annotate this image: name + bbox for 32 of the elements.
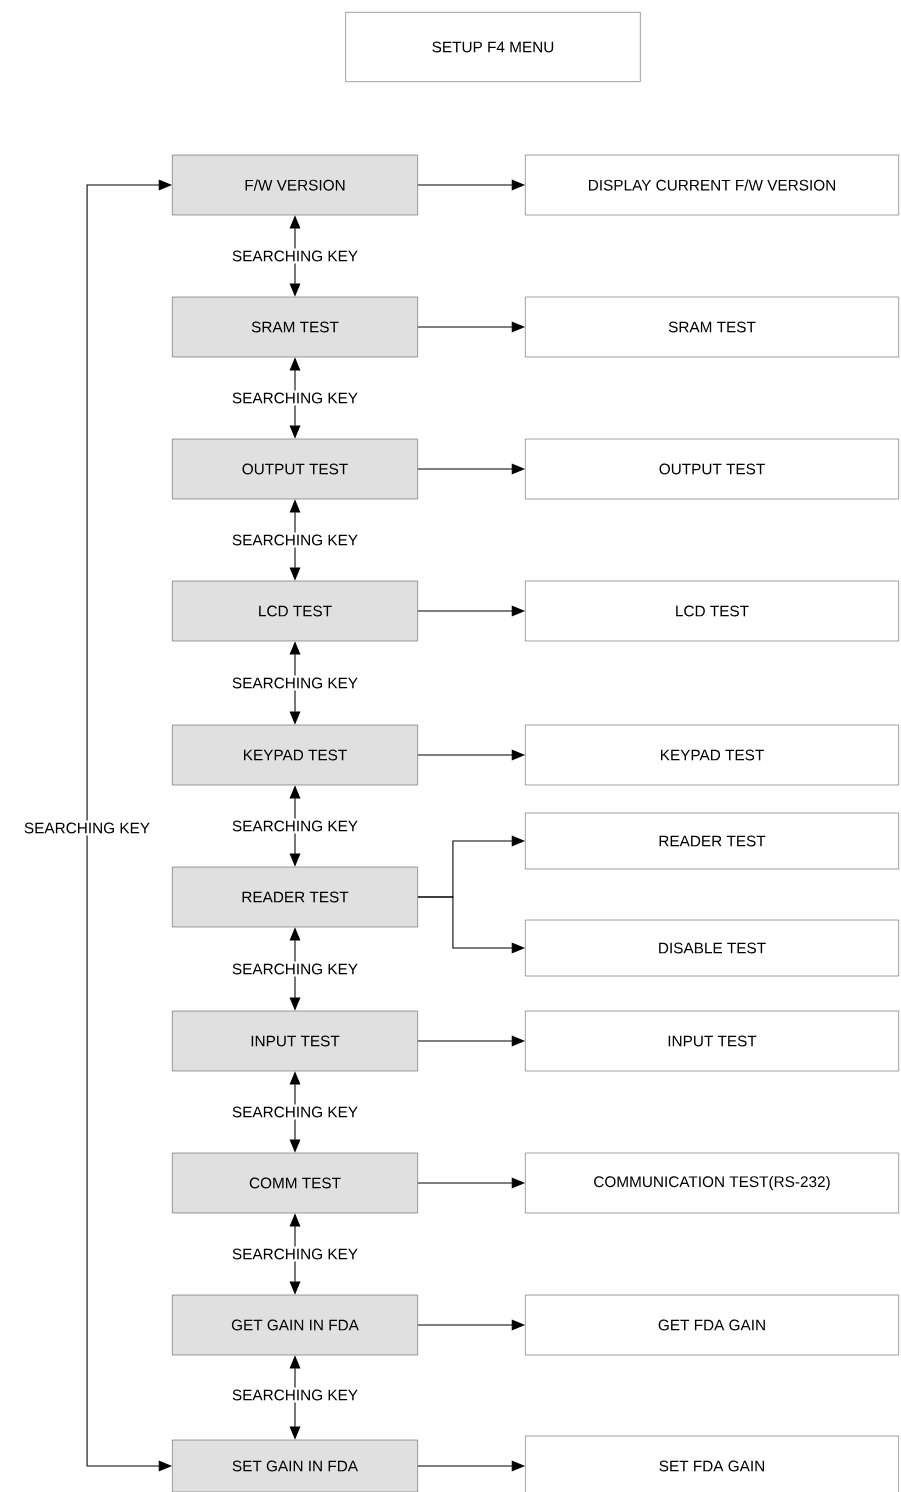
function-box: SRAM TEST [525,296,899,358]
function-box: DISPLAY CURRENT F/W VERSION [525,154,899,216]
menu-item-box: READER TEST [172,866,418,928]
menu-item-box: LCD TEST [172,580,418,642]
menu-item-box: KEYPAD TEST [172,724,418,786]
menu-item-box: INPUT TEST [172,1010,418,1072]
function-box: DISABLE TEST [525,919,899,977]
edge-label: SEARCHING KEY [229,675,361,691]
function-box: GET FDA GAIN [525,1294,899,1356]
edge-label: SEARCHING KEY [229,532,361,548]
edge-label: SEARCHING KEY [229,248,361,264]
edge-label: SEARCHING KEY [229,390,361,406]
edge-label: SEARCHING KEY [229,818,361,834]
function-box: INPUT TEST [525,1010,899,1072]
function-box: LCD TEST [525,580,899,642]
edge-label: SEARCHING KEY [229,1246,361,1262]
menu-item-box: OUTPUT TEST [172,438,418,500]
edge-label: SEARCHING KEY [229,1387,361,1403]
edge-label: SEARCHING KEY [21,820,153,836]
menu-item-box: COMM TEST [172,1152,418,1214]
menu-item-box: F/W VERSION [172,154,418,216]
edge-label: SEARCHING KEY [229,961,361,977]
menu-item-box: GET GAIN IN FDA [172,1294,418,1356]
edge-label: SEARCHING KEY [229,1104,361,1120]
menu-item-box: SRAM TEST [172,296,418,358]
menu-title-box: SETUP F4 MENU [345,12,641,82]
function-box: READER TEST [525,812,899,870]
function-box: SET FDA GAIN [525,1435,899,1492]
menu-item-box: SET GAIN IN FDA [172,1439,418,1492]
function-box: KEYPAD TEST [525,724,899,786]
function-box: COMMUNICATION TEST(RS-232) [525,1152,899,1214]
function-box: OUTPUT TEST [525,438,899,500]
